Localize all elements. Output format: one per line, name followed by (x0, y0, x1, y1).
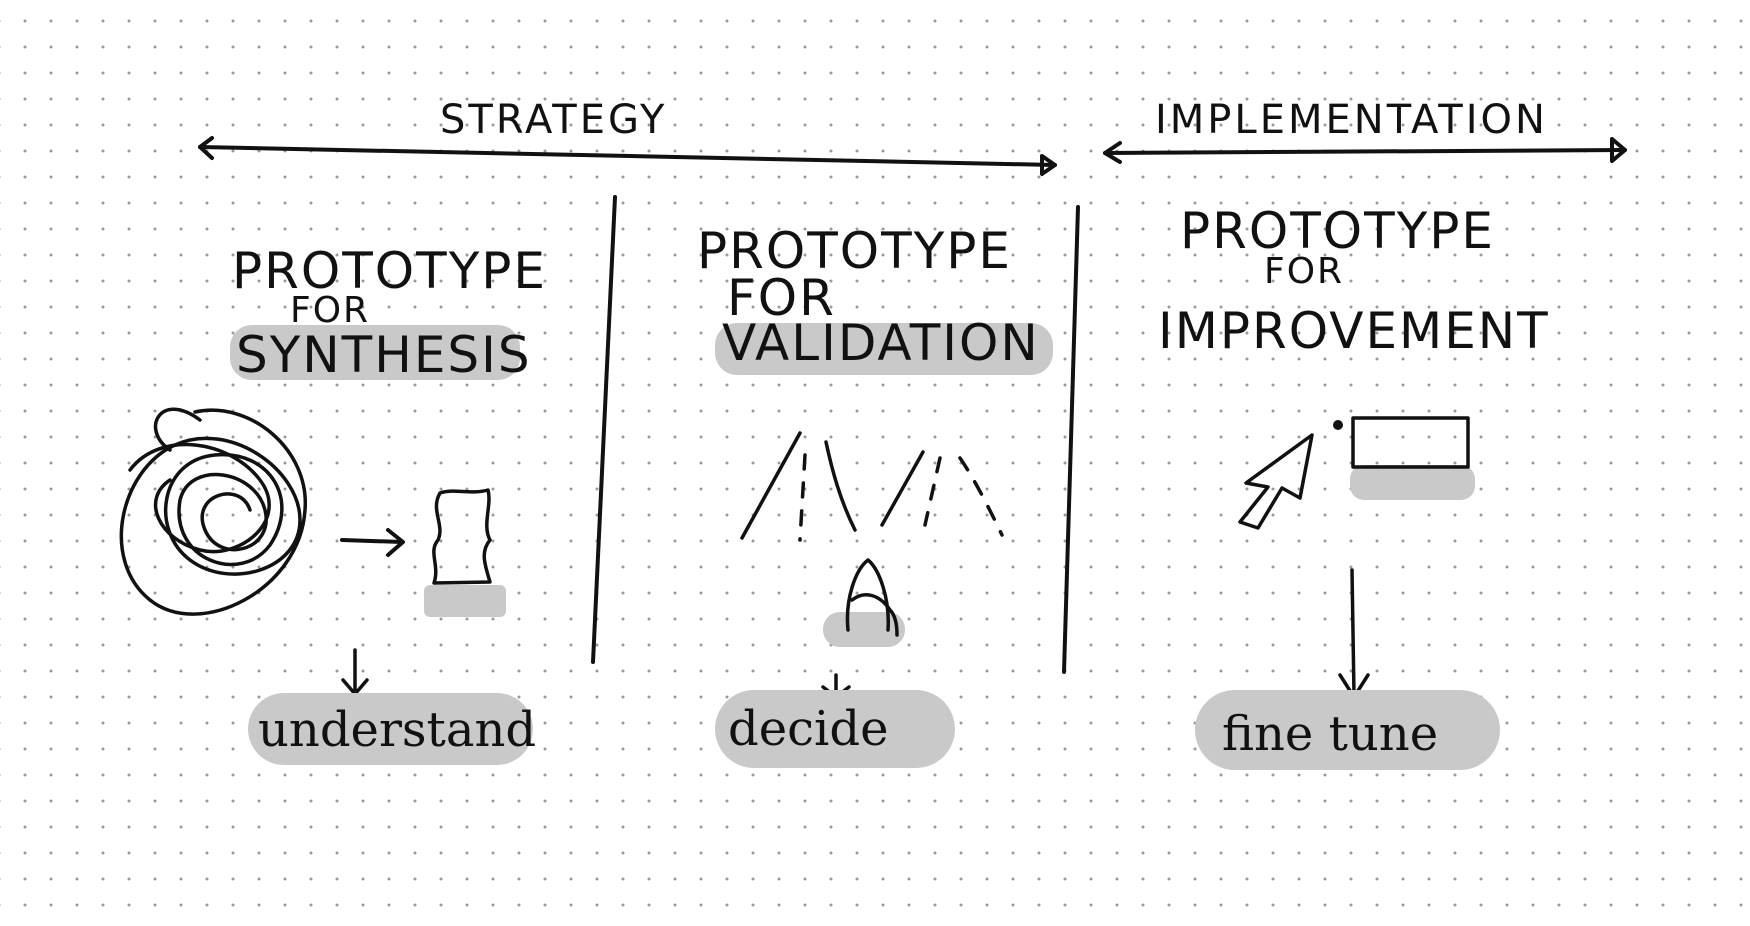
strategy-label: STRATEGY (440, 97, 667, 143)
strategy-arrow-left-head (198, 136, 214, 160)
cursor-arrow-icon (1238, 433, 1314, 530)
column-validation: PROTOTYPE FOR VALIDATION decide (697, 222, 1053, 768)
shape-icon (432, 488, 492, 585)
improvement-outcome: fine tune (1222, 706, 1438, 762)
implementation-phase: IMPLEMENTATION (1103, 97, 1627, 164)
improvement-title-line1: PROTOTYPE (1180, 202, 1495, 260)
validation-highlight (715, 323, 1053, 375)
synthesis-down-arrow (341, 648, 369, 696)
window-icon (1351, 416, 1470, 469)
synthesis-outcome: understand (258, 702, 536, 758)
strategy-phase: STRATEGY (198, 97, 1057, 176)
column-improvement: PROTOTYPE FOR IMPROVEMENT fine tune (1158, 202, 1550, 770)
validation-outcome: decide (728, 701, 889, 757)
understand-highlight (248, 693, 533, 765)
improvement-title-line3: IMPROVEMENT (1158, 302, 1550, 360)
window-shadow (1350, 465, 1475, 500)
divider-right (1062, 205, 1080, 674)
implementation-arrow-left-head (1103, 141, 1122, 164)
strategy-arrow-line (198, 145, 1057, 167)
implementation-label: IMPLEMENTATION (1155, 97, 1548, 143)
cursor-dot (1333, 420, 1343, 430)
improvement-title-line2: FOR (1264, 251, 1344, 292)
synthesis-title-line2: FOR (290, 290, 370, 331)
fork-road-icon (740, 431, 1004, 542)
implementation-arrow-line (1103, 148, 1627, 155)
traveler-icon (845, 558, 899, 637)
synthesis-arrow (340, 528, 405, 557)
column-synthesis: PROTOTYPE FOR SYNTHESIS understand (119, 242, 547, 765)
strategy-arrow-right-head (1040, 154, 1057, 176)
divider-left (591, 195, 617, 664)
traveler-shadow (823, 612, 905, 647)
validation-title-line3: VALIDATION (722, 314, 1040, 372)
decide-highlight (715, 690, 955, 768)
synthesis-title-line1: PROTOTYPE (232, 242, 547, 300)
validation-title-line1: PROTOTYPE (697, 222, 1012, 280)
improvement-down-arrow (1338, 568, 1370, 699)
fine-tune-highlight (1195, 690, 1500, 770)
synthesis-title-line3: SYNTHESIS (236, 326, 532, 384)
scribble-icon (119, 407, 307, 616)
validation-title-line2: FOR (727, 269, 836, 327)
implementation-arrow-right-head (1610, 137, 1627, 163)
shape-shadow (424, 585, 506, 617)
synthesis-highlight (230, 325, 520, 380)
